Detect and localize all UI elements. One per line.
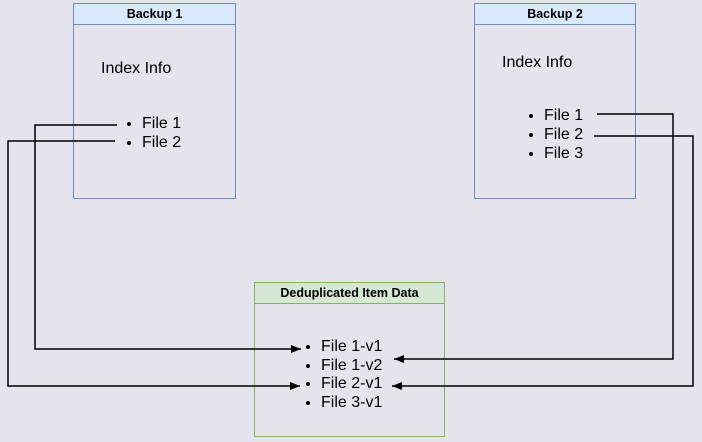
backup2-file-1: File 1 xyxy=(544,106,583,125)
backup2-title: Backup 2 xyxy=(527,7,583,21)
backup2-file-list: File 1 File 2 File 3 xyxy=(475,106,583,163)
backup2-index-info-label: Index Info xyxy=(502,54,573,71)
deduplicated-item-data-box: Deduplicated Item Data File 1-v1 File 1-… xyxy=(254,282,445,437)
dedup-item-list: File 1-v1 File 1-v2 File 2-v1 File 3-v1 xyxy=(255,338,382,412)
backup1-file-list: File 1 File 2 xyxy=(74,115,181,152)
backup1-box: Backup 1 Index Info File 1 File 2 xyxy=(73,3,236,199)
dedup-item-file1-v2: File 1-v2 xyxy=(321,357,382,376)
backup1-title: Backup 1 xyxy=(126,7,183,21)
backup2-file-3: File 3 xyxy=(544,144,583,163)
backup2-header: Backup 2 xyxy=(475,4,635,25)
backup1-header: Backup 1 xyxy=(74,4,235,25)
dedup-item-file1-v1: File 1-v1 xyxy=(321,338,382,357)
dedup-item-file3-v1: File 3-v1 xyxy=(321,394,382,413)
dedup-title: Deduplicated Item Data xyxy=(280,286,419,300)
dedup-item-file2-v1: File 2-v1 xyxy=(321,375,382,394)
dedup-header: Deduplicated Item Data xyxy=(255,283,444,304)
backup1-file-2: File 2 xyxy=(142,134,181,153)
backup2-box: Backup 2 Index Info File 1 File 2 File 3 xyxy=(474,3,636,199)
backup2-file-2: File 2 xyxy=(544,125,583,144)
backup1-index-info-label: Index Info xyxy=(101,60,172,77)
backup1-file-1: File 1 xyxy=(142,115,181,134)
